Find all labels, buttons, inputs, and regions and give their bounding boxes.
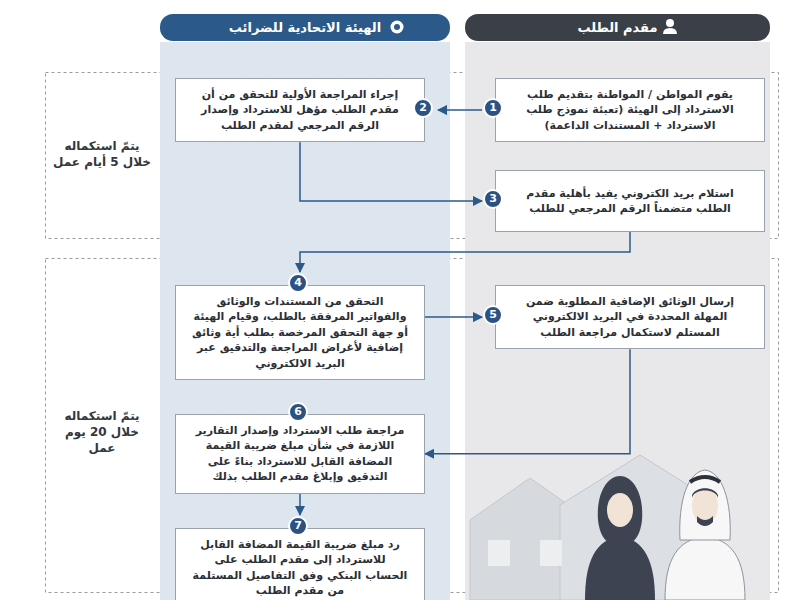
process-box: التحقق من المستندات والوثائق والفواتير ا… [175, 285, 425, 380]
step-number-text: 2 [419, 100, 427, 115]
flow-arrow [438, 109, 482, 111]
step-number-text: 7 [294, 518, 302, 533]
node-text: مقدم الطلب [577, 20, 657, 35]
authority-lane [160, 42, 450, 600]
people-illustration [470, 455, 745, 600]
node-text: الهيئة الاتحادية للضرائب [229, 20, 381, 35]
authority-icon [391, 21, 404, 34]
process-box: مراجعة طلب الاسترداد وإصدار التقارير الل… [175, 414, 425, 494]
step-number-text: 4 [294, 275, 302, 290]
process-box: إجراء المراجعة الأولية للتحقق من أن مقدم… [175, 78, 425, 142]
node-text: يقوم المواطن / المواطنة بتقديم طلب الاست… [512, 87, 748, 133]
node-text: رد مبلغ ضريبة القيمة المضافة القابل للاس… [192, 537, 408, 599]
duration-note: يتمّ استكماله خلال 5 أيام عمل [50, 138, 154, 170]
step-number: 4 [288, 273, 308, 293]
step-number-text: 5 [489, 307, 497, 322]
step-number-text: 1 [489, 100, 497, 115]
node-text: مراجعة طلب الاسترداد وإصدار التقارير الل… [192, 423, 408, 485]
step-number: 1 [483, 98, 503, 118]
lane-header: مقدم الطلب [465, 14, 770, 41]
process-box: إرسال الوثائق الإضافية المطلوبة ضمن المه… [495, 285, 765, 349]
step-number: 2 [413, 98, 433, 118]
step-number-text: 3 [489, 191, 497, 206]
step-number: 5 [483, 305, 503, 325]
flow-arrow [425, 349, 630, 454]
node-text: التحقق من المستندات والوثائق والفواتير ا… [192, 294, 408, 371]
duration-note: يتمّ استكماله خلال 20 يوم عمل [50, 408, 154, 457]
node-text: استلام بريد الكتروني يفيد بأهلية مقدم ال… [512, 186, 748, 217]
applicant-lane [465, 42, 770, 600]
flow-arrow [299, 494, 301, 515]
process-box: رد مبلغ ضريبة القيمة المضافة القابل للاس… [175, 528, 425, 600]
flow-arrow [300, 142, 482, 201]
flow-arrow [300, 232, 630, 272]
step-number: 6 [288, 402, 308, 422]
lane-header: الهيئة الاتحادية للضرائب [160, 14, 450, 41]
node-text: إرسال الوثائق الإضافية المطلوبة ضمن المه… [512, 294, 748, 340]
process-box: استلام بريد الكتروني يفيد بأهلية مقدم ال… [495, 170, 765, 232]
flow-arrow [425, 316, 482, 318]
step-number: 3 [483, 189, 503, 209]
node-text: إجراء المراجعة الأولية للتحقق من أن مقدم… [192, 87, 408, 133]
process-box: يقوم المواطن / المواطنة بتقديم طلب الاست… [495, 78, 765, 142]
step-number: 7 [288, 516, 308, 536]
step-number-text: 6 [294, 404, 302, 419]
